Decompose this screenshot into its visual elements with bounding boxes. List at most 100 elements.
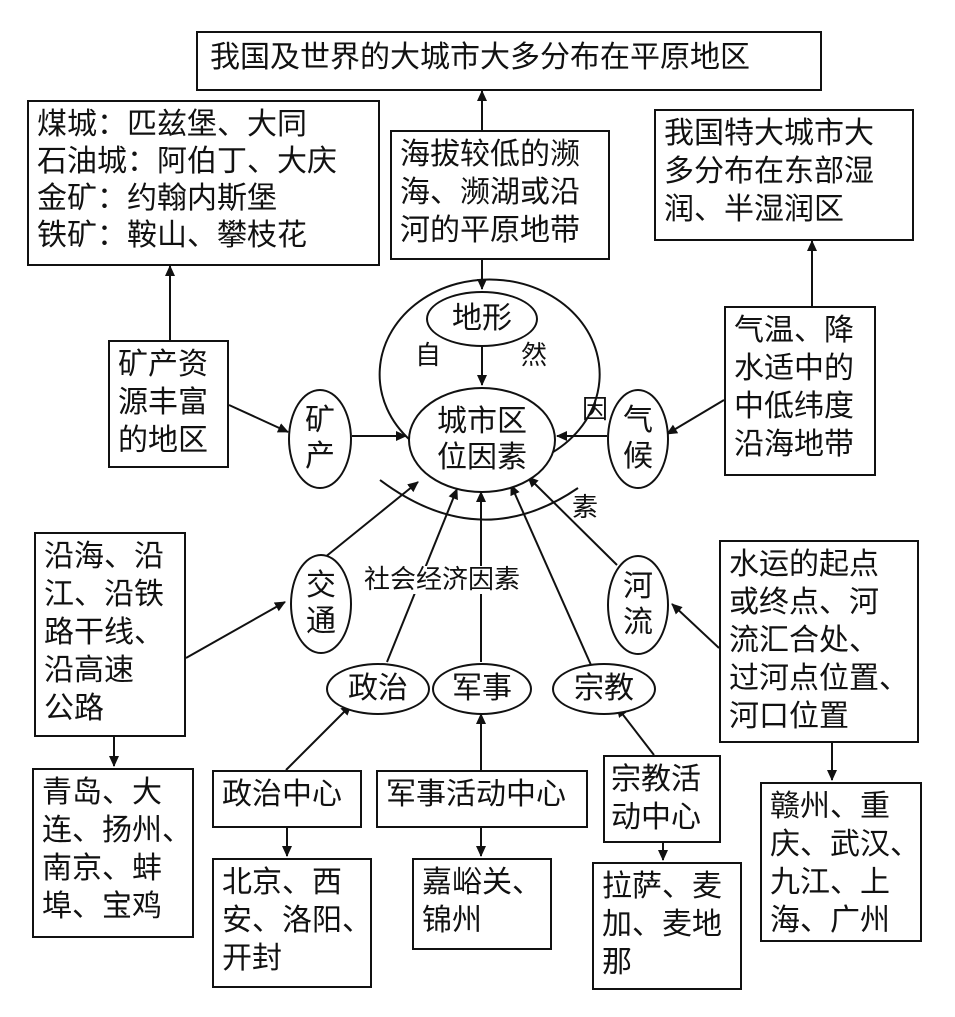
box-line: 铁矿：鞍山、攀枝花 xyxy=(37,218,307,253)
edge-mineral-desc-to-mineral xyxy=(228,404,289,433)
box-line: 庆、武汉、 xyxy=(770,827,920,862)
box-line: 安、洛阳、 xyxy=(222,903,372,938)
social-factors-label: 社会经济因素 xyxy=(362,565,523,595)
edge-religion-desc-to-religion xyxy=(616,706,655,756)
factor-military-label: 军事 xyxy=(452,671,512,706)
edge-religion-to-center xyxy=(510,484,592,666)
transport-desc-box: 沿海、沿 江、沿铁 路干线、 沿高速 公路 xyxy=(34,532,186,737)
river-desc-box: 水运的起点 或终点、河 流汇合处、 过河点位置、 河口位置 xyxy=(719,540,919,743)
box-line: 矿产资 xyxy=(118,347,208,382)
military-desc-box: 军事活动中心 xyxy=(376,770,588,828)
edge-transport-desc-to-transport xyxy=(185,601,286,659)
box-line: 气温、降 xyxy=(734,313,854,348)
box-line: 嘉峪关、 xyxy=(422,865,542,900)
natural-label-yin: 因 xyxy=(582,395,609,425)
box-line: 九江、上 xyxy=(770,865,890,900)
factor-religion: 宗教 xyxy=(552,663,656,715)
factor-river-char: 流 xyxy=(623,605,653,640)
factor-river: 河 流 xyxy=(607,555,669,655)
factor-mineral-char: 产 xyxy=(305,439,335,474)
box-line: 军事活动中心 xyxy=(386,777,566,812)
box-line: 锦州 xyxy=(422,903,482,938)
factor-climate-char: 气 xyxy=(623,403,653,438)
box-line: 海、广州 xyxy=(770,903,890,938)
edge-transport-to-center xyxy=(323,481,419,559)
box-line: 海拔较低的濒 xyxy=(400,137,580,172)
box-line: 拉萨、麦 xyxy=(602,869,722,904)
natural-label-ran: 然 xyxy=(521,341,548,371)
mineral-desc-box: 矿产资 源丰富 的地区 xyxy=(108,340,229,468)
box-line: 河口位置 xyxy=(729,699,849,734)
box-line: 宗教活 xyxy=(611,762,701,797)
box-line: 润、半湿润区 xyxy=(664,192,844,227)
box-line: 沿高速 xyxy=(44,653,134,688)
factor-transport: 交 通 xyxy=(290,554,352,654)
box-line: 石油城：阿伯丁、大庆 xyxy=(37,144,337,179)
natural-label-su: 素 xyxy=(572,493,599,523)
box-line: 或终点、河 xyxy=(729,585,879,620)
box-line: 连、扬州、 xyxy=(42,813,192,848)
religion-desc-box: 宗教活 动中心 xyxy=(603,755,721,843)
top-conclusion-box: 我国及世界的大城市大多分布在平原地区 xyxy=(196,31,822,91)
terrain-desc-box: 海拔较低的濒 海、濒湖或沿 河的平原地带 xyxy=(390,130,610,260)
box-line: 南京、蚌 xyxy=(42,851,162,886)
edge-river-to-center xyxy=(527,476,618,566)
river-examples-box: 赣州、重 庆、武汉、 九江、上 海、广州 xyxy=(760,782,922,942)
box-line: 青岛、大 xyxy=(42,775,162,810)
box-line: 动中心 xyxy=(611,800,701,835)
transport-examples-box: 青岛、大 连、扬州、 南京、蚌 埠、宝鸡 xyxy=(32,768,194,938)
box-line: 埠、宝鸡 xyxy=(42,889,162,924)
box-line: 金矿：约翰内斯堡 xyxy=(37,181,277,216)
natural-factors-arc xyxy=(378,278,601,456)
edge-politics-desc-to-politics xyxy=(285,704,352,771)
factor-mineral: 矿 产 xyxy=(288,389,352,489)
politics-examples-box: 北京、西 安、洛阳、 开封 xyxy=(212,858,372,988)
box-line: 水运的起点 xyxy=(729,547,879,582)
box-line: 我国及世界的大城市大多分布在平原地区 xyxy=(210,40,750,75)
natural-label-zi: 自 xyxy=(415,341,442,371)
climate-desc-box: 气温、降 水适中的 中低纬度 沿海地带 xyxy=(724,306,876,476)
box-line: 开封 xyxy=(222,941,282,976)
box-line: 江、沿铁 xyxy=(44,577,164,612)
religion-examples-box: 拉萨、麦 加、麦地 那 xyxy=(592,862,742,990)
factor-military: 军事 xyxy=(432,663,532,715)
center-line: 位因素 xyxy=(437,440,527,475)
box-line: 沿海、沿 xyxy=(44,539,164,574)
box-line: 沿海地带 xyxy=(734,427,854,462)
box-line: 赣州、重 xyxy=(770,789,890,824)
factor-mineral-char: 矿 xyxy=(305,403,335,438)
center-node: 城市区 位因素 xyxy=(408,387,556,493)
factor-river-char: 河 xyxy=(623,569,653,604)
center-line: 城市区 xyxy=(437,404,527,439)
box-line: 煤城：匹兹堡、大同 xyxy=(37,107,307,142)
mineral-examples-box: 煤城：匹兹堡、大同 石油城：阿伯丁、大庆 金矿：约翰内斯堡 铁矿：鞍山、攀枝花 xyxy=(27,100,380,266)
factor-politics-label: 政治 xyxy=(348,671,408,706)
box-line: 公路 xyxy=(44,691,104,726)
box-line: 海、濒湖或沿 xyxy=(400,175,580,210)
military-examples-box: 嘉峪关、 锦州 xyxy=(412,858,552,950)
edge-climate-desc-to-climate xyxy=(666,399,725,435)
box-line: 路干线、 xyxy=(44,615,164,650)
factor-religion-label: 宗教 xyxy=(574,671,634,706)
box-line: 北京、西 xyxy=(222,865,342,900)
factor-terrain: 地形 xyxy=(426,291,538,347)
box-line: 我国特大城市大 xyxy=(664,116,874,151)
box-line: 中低纬度 xyxy=(734,389,854,424)
box-line: 源丰富 xyxy=(118,385,208,420)
factor-terrain-label: 地形 xyxy=(452,301,512,336)
box-line: 的地区 xyxy=(118,423,208,458)
factor-climate-char: 候 xyxy=(623,439,653,474)
factor-politics: 政治 xyxy=(326,663,430,715)
box-line: 过河点位置、 xyxy=(729,661,909,696)
factor-transport-char: 交 xyxy=(306,568,336,603)
box-line: 多分布在东部湿 xyxy=(664,154,874,189)
politics-desc-box: 政治中心 xyxy=(212,770,362,828)
factor-transport-char: 通 xyxy=(306,604,336,639)
box-line: 河的平原地带 xyxy=(400,213,580,248)
edge-river-desc-to-river xyxy=(671,603,720,649)
factor-climate: 气 候 xyxy=(607,389,669,489)
climate-conclusion-box: 我国特大城市大 多分布在东部湿 润、半湿润区 xyxy=(654,109,914,241)
box-line: 加、麦地 xyxy=(602,907,722,942)
box-line: 水适中的 xyxy=(734,351,854,386)
